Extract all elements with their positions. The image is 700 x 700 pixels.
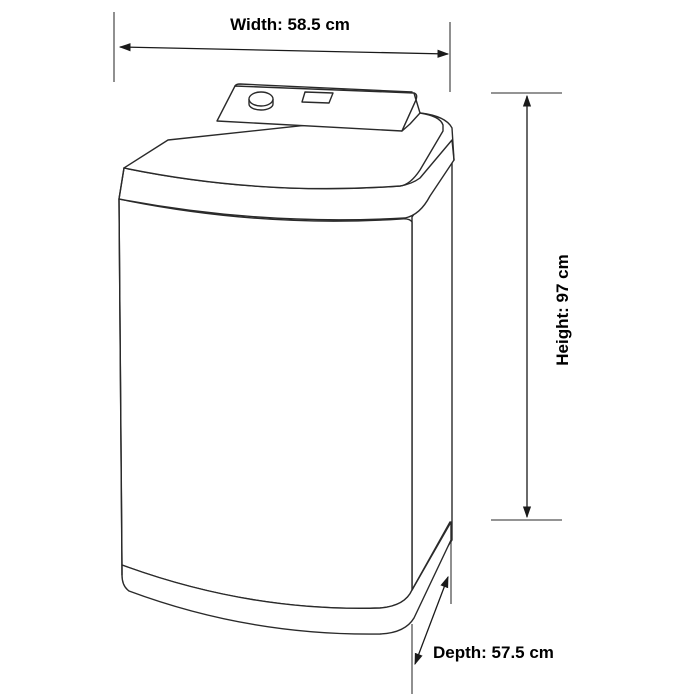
control-panel-top-edge [234, 83, 413, 93]
width-label: Width: 58.5 cm [230, 15, 350, 34]
control-panel-endcap [401, 92, 421, 132]
height-label: Height: 97 cm [553, 254, 572, 365]
front-cabinet [118, 198, 413, 609]
depth-label: Depth: 57.5 cm [433, 643, 554, 662]
control-panel [216, 83, 421, 132]
height-dimension: Height: 97 cm [491, 92, 572, 521]
plinth-base [121, 521, 452, 635]
top-lid [123, 112, 444, 190]
width-dimension: Width: 58.5 cm [113, 12, 451, 92]
depth-dimension: Depth: 57.5 cm [411, 533, 554, 694]
dial-knob-icon [248, 91, 274, 111]
washing-machine [118, 83, 455, 635]
width-arrow [118, 43, 450, 58]
left-edge [118, 167, 125, 576]
base-side-edge [411, 521, 451, 591]
depth-arrow [414, 575, 449, 666]
display-window-icon [301, 91, 334, 104]
